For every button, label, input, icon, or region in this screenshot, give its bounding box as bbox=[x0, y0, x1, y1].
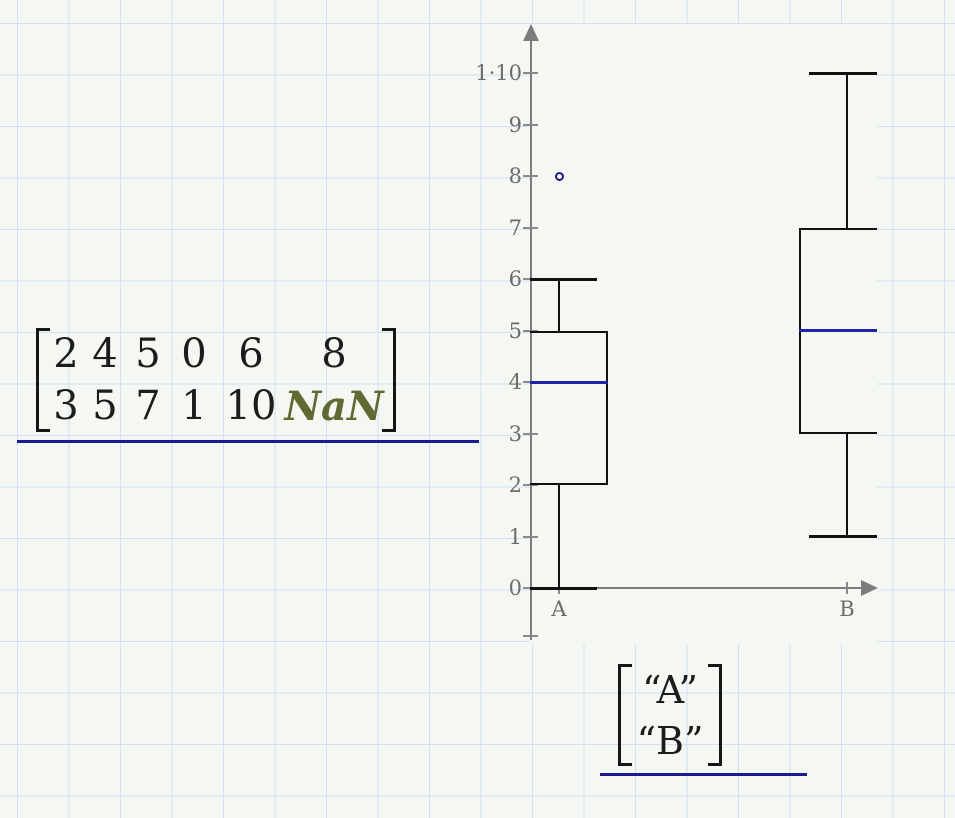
whisker-cap bbox=[530, 586, 597, 590]
whisker-cap bbox=[809, 71, 877, 75]
box-A bbox=[530, 330, 608, 485]
whisker-lower bbox=[558, 485, 560, 588]
matrix-row: “B” bbox=[630, 715, 710, 766]
matrix-cell[interactable]: 7 bbox=[135, 383, 161, 429]
box-plot-series bbox=[530, 24, 877, 644]
matrix-bracket-left bbox=[618, 664, 632, 766]
y-tick-label: 9 bbox=[508, 112, 522, 137]
y-tick-label: 1·10 bbox=[475, 61, 522, 85]
matrix-cell[interactable]: 5 bbox=[135, 331, 161, 377]
matrix-cell[interactable]: 1 bbox=[181, 383, 207, 429]
whisker-cap bbox=[530, 277, 597, 281]
plot-area[interactable] bbox=[530, 24, 877, 644]
matrix-cell[interactable]: 4 bbox=[92, 331, 118, 377]
y-tick-label: 7 bbox=[508, 215, 522, 240]
matrix-cell[interactable]: “B” bbox=[636, 718, 704, 763]
matrix-bracket-left bbox=[36, 328, 50, 432]
matrix-cell[interactable]: 5 bbox=[92, 383, 118, 429]
y-tick-label: 0 bbox=[508, 576, 522, 600]
whisker-cap bbox=[809, 535, 877, 538]
matrix-row: “A” bbox=[630, 664, 710, 715]
region-underline bbox=[17, 440, 479, 443]
y-tick-label: 6 bbox=[508, 267, 522, 291]
outlier-point bbox=[554, 171, 564, 181]
matrix-bracket-right bbox=[708, 664, 722, 766]
median-line bbox=[530, 380, 608, 384]
y-tick-label: 8 bbox=[508, 164, 522, 188]
matrix-cell[interactable]: NaN bbox=[284, 382, 384, 430]
matrix-cell[interactable]: 3 bbox=[53, 383, 79, 429]
y-tick-label: 1 bbox=[508, 524, 522, 549]
median-line bbox=[798, 329, 877, 332]
matrix-cell[interactable]: 2 bbox=[53, 331, 79, 377]
whisker-upper bbox=[846, 73, 848, 228]
matrix-cell[interactable]: 10 bbox=[225, 383, 277, 429]
y-tick-label: 4 bbox=[508, 370, 522, 394]
categories-matrix[interactable]: “A” “B” bbox=[618, 664, 722, 766]
matrix-cell[interactable]: 8 bbox=[321, 331, 347, 377]
matrix-cell[interactable]: “A” bbox=[642, 667, 698, 712]
whisker-upper bbox=[558, 279, 560, 331]
y-tick-label: 2 bbox=[508, 473, 522, 497]
region-underline bbox=[600, 773, 807, 776]
matrix-cell[interactable]: 6 bbox=[238, 331, 264, 377]
matrix-bracket-right bbox=[382, 328, 396, 432]
whisker-lower bbox=[846, 433, 848, 537]
matrix-cell[interactable]: 0 bbox=[181, 331, 207, 377]
y-tick-label: 5 bbox=[508, 318, 522, 343]
matrix-rows: “A” “B” bbox=[630, 664, 710, 766]
